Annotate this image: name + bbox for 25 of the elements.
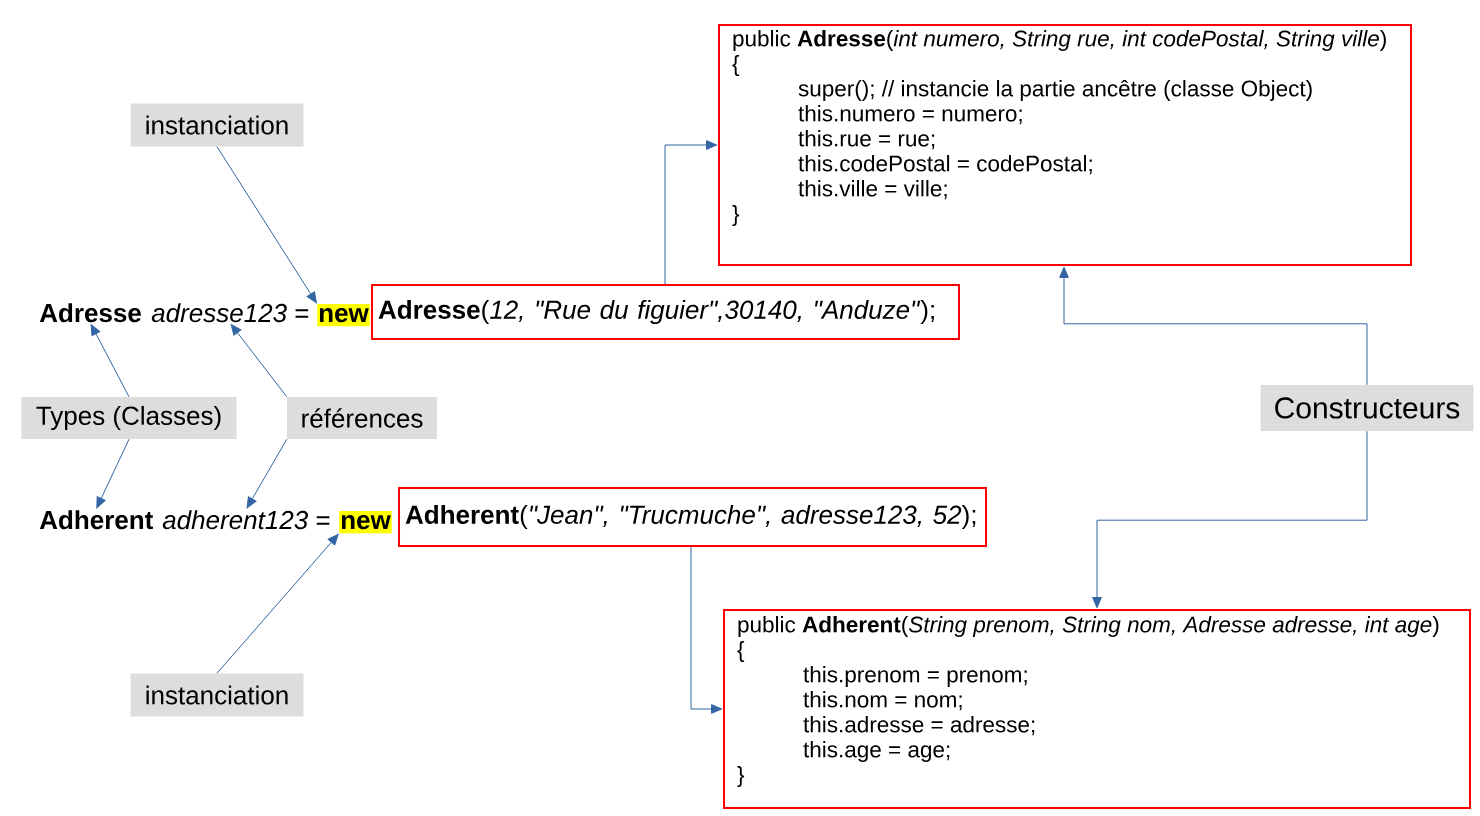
- code-call-box: Adresse(12, "Rue du figuier",30140, "Anduze");: [371, 284, 960, 340]
- arrow: [230, 324, 288, 398]
- code-text: adherent123 =: [162, 510, 330, 530]
- arrow: [664, 140, 718, 285]
- code-text: adresse123 =: [151, 303, 309, 323]
- label-box: instanciation: [130, 673, 304, 717]
- label-box: références: [287, 397, 437, 439]
- arrow: [690, 546, 723, 714]
- code-call-box: Adherent("Jean", "Trucmuche", adresse123, 52);: [398, 487, 987, 547]
- highlighted-keyword: new: [317, 304, 370, 327]
- label-box: Types (Classes): [21, 397, 237, 439]
- code-box: public Adresse(int numero, String rue, int codePostal, String ville) { super(); // instancie la partie ancêtre (classe Object) this.numero = numero; this.rue = rue; this.codePostal = codePostal; this.ville = ville; }: [718, 24, 1412, 266]
- highlighted-keyword: new: [339, 511, 392, 534]
- label-box: instanciation: [130, 103, 304, 147]
- code-text: Adherent: [39, 510, 153, 530]
- arrow: [1059, 266, 1368, 386]
- code-box: public Adherent(String prenom, String nom, Adresse adresse, int age) { this.prenom = prenom; this.nom = nom; this.adresse = adresse; this.age = age; }: [723, 609, 1471, 809]
- arrow: [246, 438, 288, 509]
- arrow: [216, 533, 339, 674]
- arrow: [216, 146, 317, 304]
- arrow: [96, 438, 130, 509]
- arrow: [1092, 430, 1368, 609]
- code-text: Adresse: [39, 303, 141, 323]
- arrow: [90, 324, 130, 398]
- label-box: Constructeurs: [1260, 385, 1474, 431]
